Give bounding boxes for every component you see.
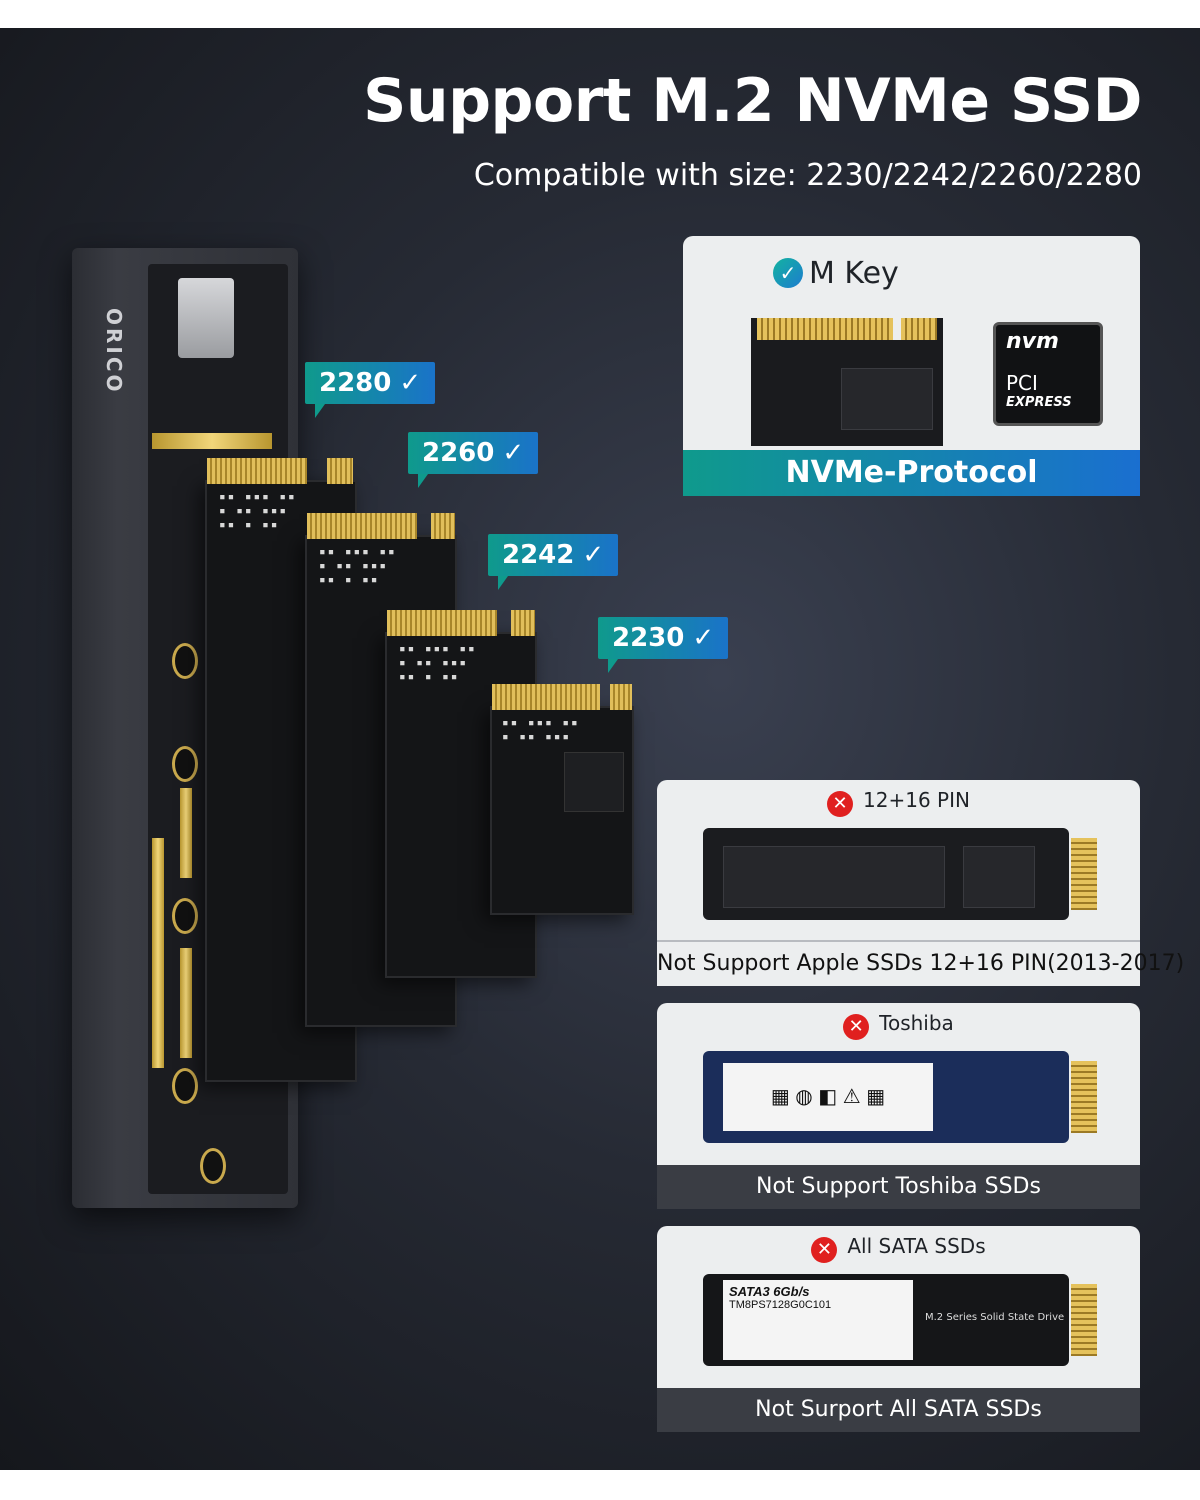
toshiba-ssd-image: ▦ ◍ ◧ ⚠ ▦ [703, 1051, 1097, 1143]
size-label: 2280 [319, 368, 392, 398]
m-key-panel: ✓M Key nvm PCI EXPRESS NVMe-Protocol [683, 236, 1140, 496]
sata-label-series: M.2 Series Solid State Drive [925, 1312, 1065, 1323]
m-key-label: M Key [809, 256, 899, 291]
contact-strip [180, 948, 192, 1058]
check-icon: ✓ [582, 540, 605, 570]
standoff-hole [172, 746, 198, 782]
standoff-hole [200, 1148, 226, 1184]
page-subtitle: Compatible with size: 2230/2242/2260/228… [473, 158, 1142, 193]
x-circle-icon: ✕ [843, 1014, 870, 1040]
check-icon: ✓ [399, 368, 422, 398]
check-icon: ✓ [502, 438, 525, 468]
page-title: Support M.2 NVMe SSD [363, 66, 1142, 136]
check-icon: ✓ [692, 623, 715, 653]
check-circle-icon: ✓ [773, 258, 803, 288]
unsupported-sata-panel: ✕All SATA SSDs SATA3 6Gb/s TM8PS7128G0C1… [657, 1226, 1140, 1432]
unsupported-caption: Not Support Toshiba SSDs [657, 1165, 1140, 1209]
size-tag-2260: 2260✓ [408, 432, 539, 488]
m2-connector [152, 433, 272, 449]
sata-label-model: TM8PS7128G0C101 [729, 1299, 832, 1311]
usb-c-port [178, 278, 234, 358]
unsupported-heading: ✕12+16 PIN [657, 788, 1140, 817]
size-tag-2230: 2230✓ [598, 617, 729, 673]
m-key-heading: ✓M Key [773, 256, 899, 291]
sata-ssd-image: SATA3 6Gb/s TM8PS7128G0C101 M.2 Series S… [703, 1274, 1097, 1366]
standoff-hole [172, 643, 198, 679]
size-tag-2242: 2242✓ [488, 534, 619, 590]
nvm-express-logo: nvm PCI EXPRESS [993, 322, 1103, 426]
product-image: Support M.2 NVMe SSD Compatible with siz… [0, 28, 1200, 1470]
unsupported-toshiba-panel: ✕Toshiba ▦ ◍ ◧ ⚠ ▦ Not Support Toshiba S… [657, 1003, 1140, 1209]
size-label: 2230 [612, 623, 685, 653]
ssd-2230: ▪▪ ▪▪▪ ▪▪▪ ▪▪ ▪▪▪ [490, 684, 634, 915]
contact-strip [180, 788, 192, 878]
size-label: 2242 [502, 540, 575, 570]
unsupported-caption: Not Surport All SATA SSDs [657, 1388, 1140, 1432]
unsupported-apple-panel: ✕12+16 PIN Not Support Apple SSDs 12+16 … [657, 780, 1184, 986]
size-label: 2260 [422, 438, 495, 468]
standoff-hole [172, 1068, 198, 1104]
unsupported-heading: ✕All SATA SSDs [657, 1234, 1140, 1263]
apple-ssd-image [703, 828, 1097, 920]
x-circle-icon: ✕ [827, 791, 854, 817]
m-key-ssd-image [751, 318, 943, 446]
x-circle-icon: ✕ [811, 1237, 838, 1263]
unsupported-caption: Not Support Apple SSDs 12+16 PIN(2013-20… [657, 940, 1184, 986]
brand-logo: ORICO [102, 308, 126, 395]
unsupported-heading: ✕Toshiba [657, 1011, 1140, 1040]
protocol-bar: NVMe-Protocol [683, 450, 1140, 496]
standoff-hole [172, 898, 198, 934]
size-tag-2280: 2280✓ [305, 362, 436, 418]
contact-strip [152, 838, 164, 1068]
sata-label-interface: SATA3 6Gb/s [729, 1284, 810, 1299]
